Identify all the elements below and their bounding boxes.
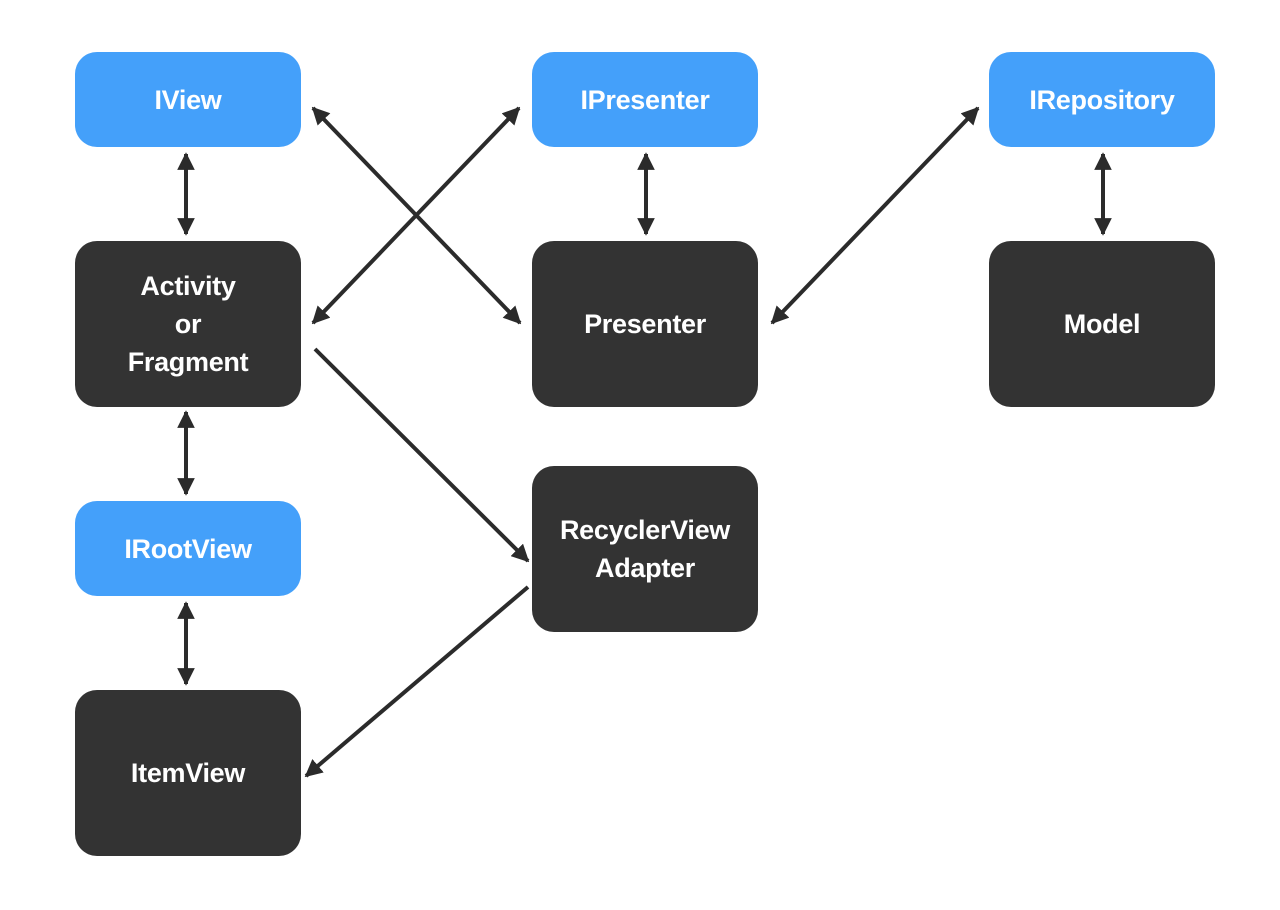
arrow-activity-to-adapter: [313, 347, 530, 563]
irootview-label: IRootView: [124, 533, 252, 564]
model-node: Model: [989, 241, 1215, 407]
irepository-node: IRepository: [989, 52, 1215, 147]
recyclerview-adapter-node: RecyclerView Adapter: [532, 466, 758, 632]
itemview-node: ItemView: [75, 690, 301, 856]
activity-or-fragment-node: Activity or Fragment: [75, 241, 301, 407]
iview-label: IView: [154, 84, 222, 115]
recyclerview-adapter-label: RecyclerView Adapter: [559, 515, 731, 583]
activity-or-fragment-label: Activity or Fragment: [127, 271, 249, 377]
arrow-ipresenter-to-activity: [311, 106, 521, 325]
itemview-label: ItemView: [130, 758, 246, 788]
arrow-adapter-to-itemview: [304, 585, 530, 778]
irepository-label: IRepository: [1029, 84, 1175, 115]
arrow-irepository-to-presenter: [770, 106, 980, 325]
model-label: Model: [1063, 309, 1141, 339]
irootview-node: IRootView: [75, 501, 301, 596]
ipresenter-label: IPresenter: [580, 84, 710, 115]
iview-node: IView: [75, 52, 301, 147]
presenter-label: Presenter: [584, 309, 706, 339]
ipresenter-node: IPresenter: [532, 52, 758, 147]
presenter-node: Presenter: [532, 241, 758, 407]
